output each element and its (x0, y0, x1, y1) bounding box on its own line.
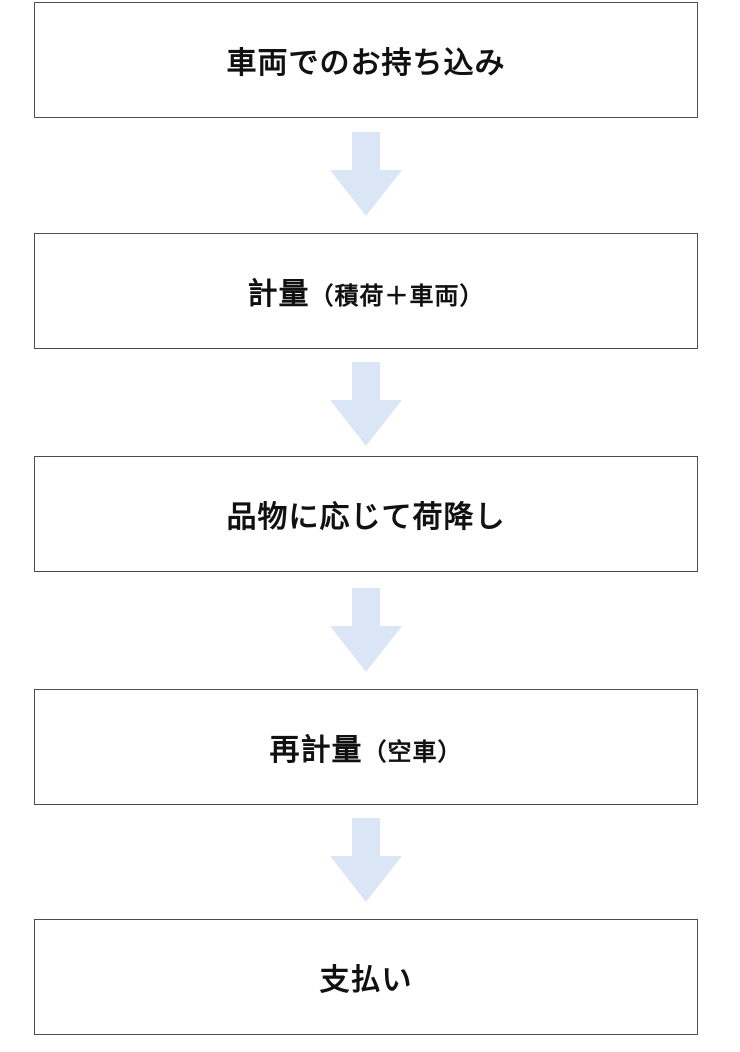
step-subtitle: （積荷＋車両） (309, 282, 485, 310)
down-arrow-icon (330, 818, 402, 902)
step-label: 再計量（空車） (270, 725, 463, 769)
step-label: 支払い (320, 955, 413, 999)
step-label: 車両でのお持ち込み (227, 38, 506, 82)
step-title: 車両でのお持ち込み (226, 46, 506, 81)
step-box-weighing: 計量（積荷＋車両） (34, 233, 698, 349)
step-box-payment: 支払い (34, 919, 698, 1035)
step-label: 計量（積荷＋車両） (248, 269, 485, 313)
step-subtitle: （空車） (362, 738, 463, 766)
step-title: 計量 (247, 277, 310, 312)
step-box-reweighing: 再計量（空車） (34, 689, 698, 805)
step-title: 支払い (319, 963, 413, 998)
step-title: 品物に応じて荷降し (226, 500, 506, 535)
down-arrow-icon (330, 362, 402, 446)
down-arrow-icon (330, 132, 402, 216)
down-arrow-icon (330, 588, 402, 672)
step-title: 再計量 (269, 733, 363, 768)
step-label: 品物に応じて荷降し (227, 492, 506, 536)
step-box-bring-in-by-vehicle: 車両でのお持ち込み (34, 2, 698, 118)
step-box-unloading: 品物に応じて荷降し (34, 456, 698, 572)
